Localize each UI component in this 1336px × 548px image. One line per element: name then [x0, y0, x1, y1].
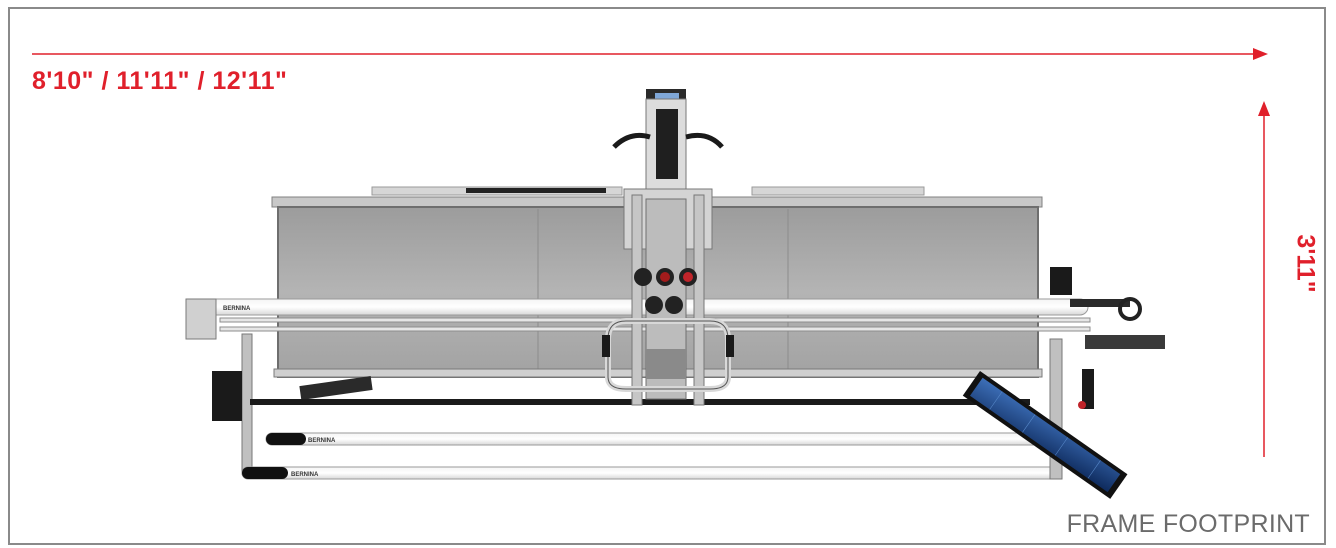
frame-depth-label: 3'11" — [1291, 234, 1320, 293]
depth-arrow-icon — [1258, 101, 1270, 457]
roller-brand-2: BERNINA — [308, 438, 336, 444]
frame-footprint-panel: BERNINA BERNINA BERNINA — [8, 7, 1326, 545]
dimension-arrows — [32, 48, 1270, 457]
quilting-frame-photo: BERNINA BERNINA BERNINA — [185, 89, 1165, 499]
frame-footprint-caption: FRAME FOOTPRINT — [1066, 510, 1310, 538]
width-arrow-icon — [32, 48, 1268, 60]
roller-brand-1: BERNINA — [223, 306, 251, 312]
frame-width-label: 8'10" / 11'11" / 12'11" — [32, 67, 288, 95]
roller-brand-3: BERNINA — [291, 472, 319, 478]
